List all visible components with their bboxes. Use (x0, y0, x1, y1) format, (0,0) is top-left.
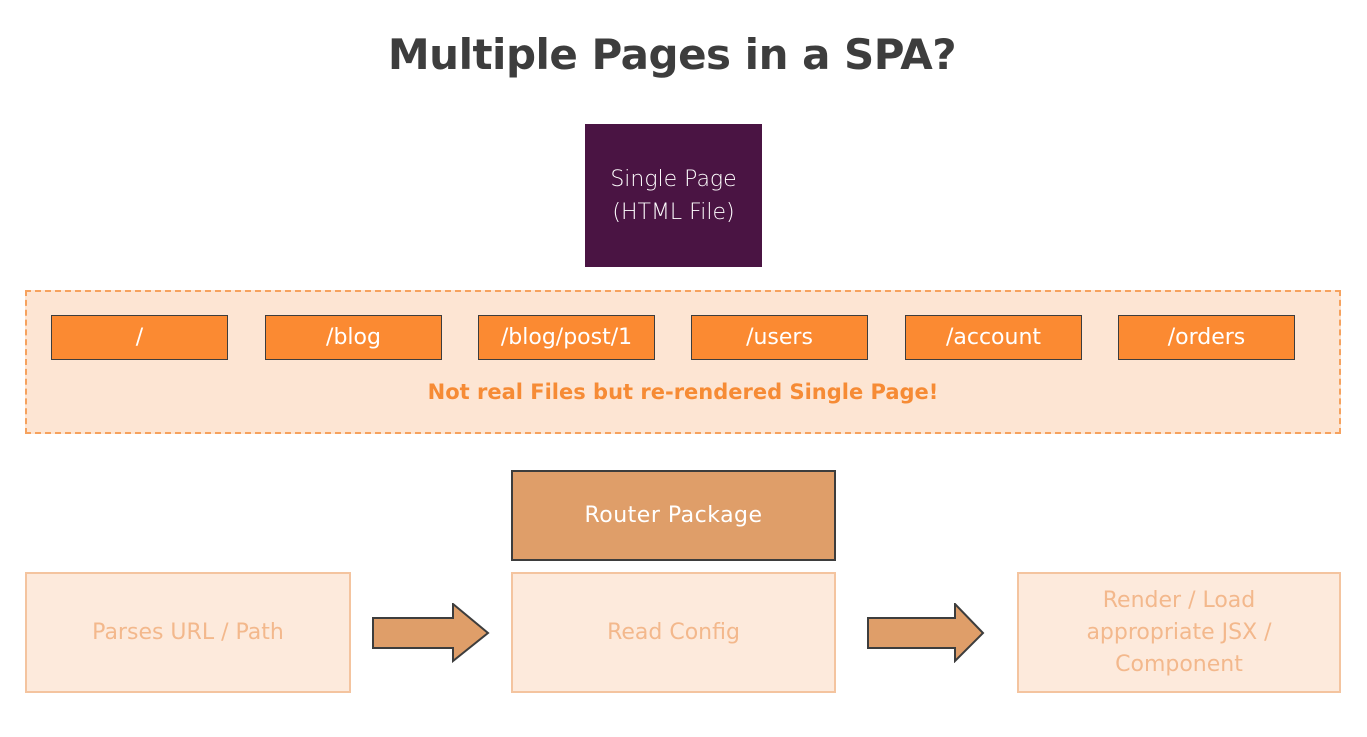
step-parse-url-label: Parses URL / Path (92, 619, 284, 645)
step-read-config-label: Read Config (607, 619, 740, 645)
arrow-right-icon (372, 603, 490, 663)
single-page-line2: (HTML File) (612, 199, 735, 225)
step-parse-url: Parses URL / Path (25, 572, 351, 693)
routes-panel (25, 290, 1341, 434)
route-users: /users (691, 315, 868, 360)
route-account: /account (905, 315, 1082, 360)
step-render-component: Render / Load appropriate JSX / Componen… (1017, 572, 1341, 693)
route-blog: /blog (265, 315, 442, 360)
single-page-box: Single Page (HTML File) (585, 124, 762, 267)
route-orders: /orders (1118, 315, 1295, 360)
routes-note: Not real Files but re-rendered Single Pa… (427, 380, 939, 404)
page-title: Multiple Pages in a SPA? (387, 30, 957, 79)
arrow-right-icon (867, 603, 985, 663)
router-package-box: Router Package (511, 470, 836, 561)
step-read-config: Read Config (511, 572, 836, 693)
single-page-line1: Single Page (610, 166, 737, 192)
route-root: / (51, 315, 228, 360)
step-render-component-label: Render / Load appropriate JSX / Componen… (1086, 587, 1272, 677)
route-blog-post: /blog/post/1 (478, 315, 655, 360)
